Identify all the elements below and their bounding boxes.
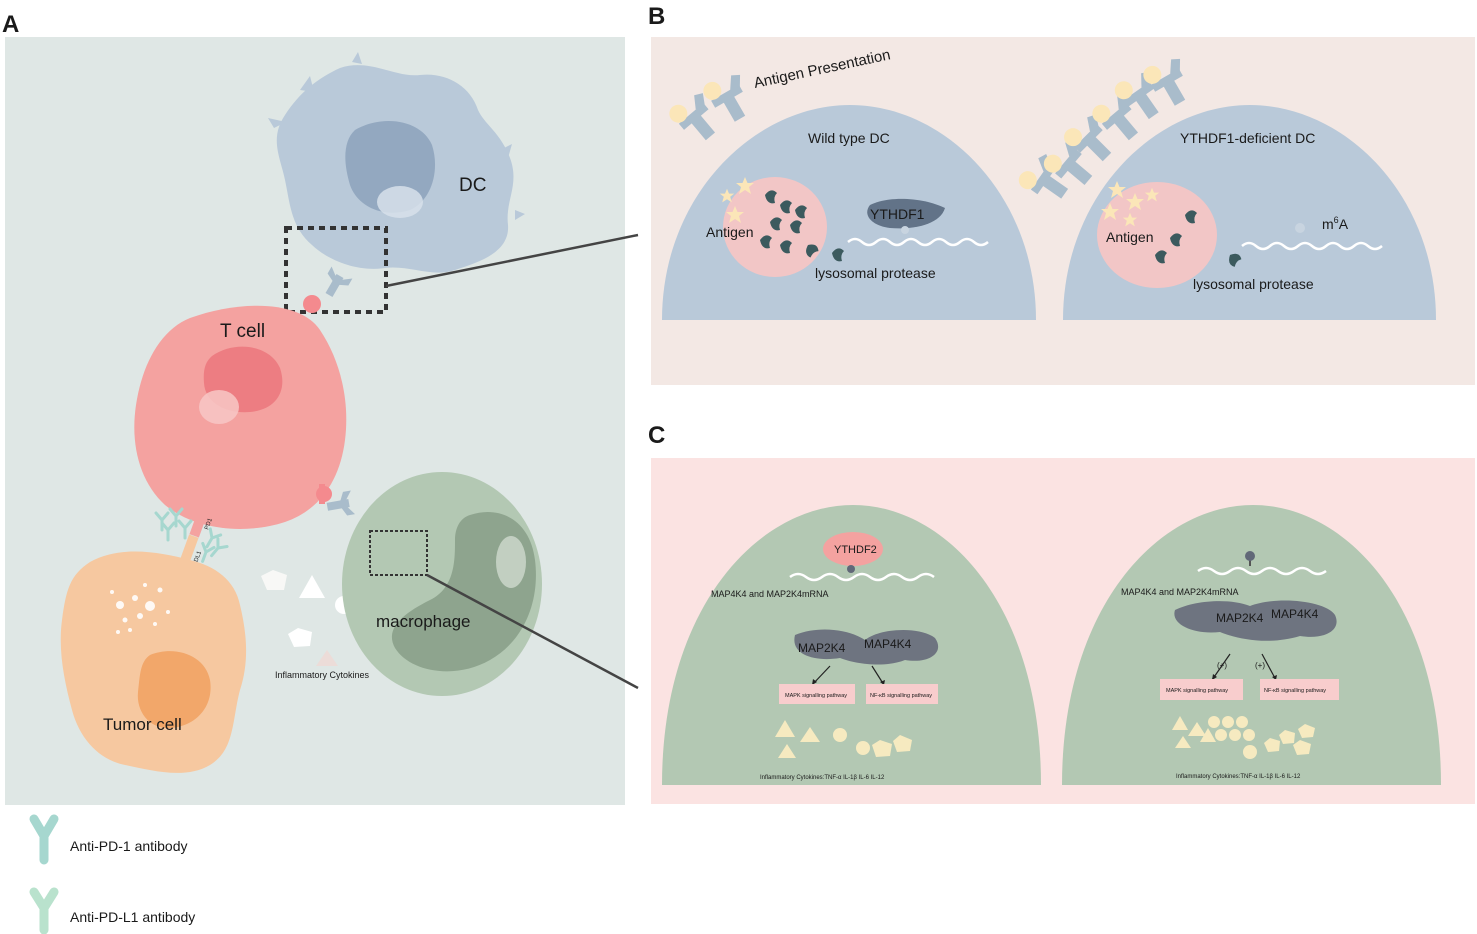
panel-a-label: A [2,11,19,38]
mrna-right-icon [1241,241,1383,251]
nfkb-box-left [866,684,938,704]
m6a-mark-left-icon [901,226,909,234]
ythdf2-protein-icon [823,532,883,566]
tumor-cell-label: Tumor cell [103,715,182,734]
nfkb-box-right [1260,679,1339,700]
arrow-nfkb-right [1261,653,1277,681]
m6a-mark-right-icon [1295,223,1305,233]
arrowhead [1272,675,1277,680]
pdl1-label: PDL1 [192,550,203,567]
anti-pd1-icon [29,814,59,865]
map2k4-right-label: MAP2K4 [1216,611,1264,625]
mapk-box-right [1160,679,1243,700]
zoom-line-to-c [426,573,639,690]
mrna-c-left-icon [789,572,935,582]
macrophage-right-body [1062,505,1441,785]
zoom-box-dc-t [284,226,388,314]
wild-type-label: Wild type DC [808,130,890,146]
plus-left-label: (+) [1217,661,1227,670]
t-cell-body [134,305,347,529]
m6a-dot-left-icon [847,565,855,573]
protease-right-label: lysosomal protease [1193,276,1314,292]
zoom-line-to-b [385,233,639,288]
protease-left-label: lysosomal protease [815,265,936,281]
arrowhead [1212,674,1217,680]
tumor-vesicles-icon [110,583,170,634]
nfkb-right-label: NF-κB signalling pathway [1264,688,1326,694]
cytokines-c-right-label: Inflammatory Cytokines:TNF-α IL-1β IL-6 … [1176,774,1301,780]
pd1-label: PD1 [204,517,214,531]
macrophage-label: macrophage [376,612,471,631]
cytokines-label: Inflammatory Cytokines [275,670,370,680]
endosome-right [1097,182,1217,288]
pd1-icon [189,496,213,538]
m6a-label: m6A [1322,215,1349,232]
panel-c-label: C [648,422,665,449]
mrna-left-label: MAP4K4 and MAP2K4mRNA [711,589,829,599]
tumor-cell-nucleus [137,651,211,729]
antigen-left-label: Antigen [706,224,753,240]
ythdf2-label: YTHDF2 [834,544,877,556]
mapk-left-label: MAPK signalling pathway [785,693,847,699]
arrowhead [880,680,885,685]
panel-b-label: B [648,3,665,30]
macrophage-nucleolus [496,536,526,588]
map-kinases-left-icon [794,629,939,665]
mapk-box-left [779,684,855,704]
map4k4-right-label: MAP4K4 [1271,607,1319,621]
deficient-label: YTHDF1-deficient DC [1180,130,1315,146]
ythdf1-label: YTHDF1 [870,206,925,222]
mrna-c-right-icon [1197,566,1327,576]
map2k4-left-label: MAP2K4 [798,641,846,655]
map4k4-left-label: MAP4K4 [864,637,912,651]
t-cell-receptor-stem [319,484,325,504]
dc-label: DC [459,175,486,196]
mrna-left-icon [847,237,989,247]
plus-right-label: (+) [1255,661,1265,670]
cytokine-shapes-left-icon [775,720,912,758]
dc-nucleolus [377,186,423,218]
mapk-right-label: MAPK signalling pathway [1166,688,1228,694]
mrna-right-label: MAP4K4 and MAP2K4mRNA [1121,587,1239,597]
nfkb-left-label: NF-κB signalling pathway [870,693,932,699]
t-cell-label: T cell [220,321,265,342]
anti-pdl1-icon [29,887,59,934]
t-cell-nucleolus [199,390,239,424]
cytokine-shapes-right-icon [1172,716,1315,759]
tcr-icon [303,295,321,313]
legend-anti-pd1: Anti-PD-1 antibody [70,838,188,854]
ythdf1-protein-icon [867,198,945,229]
cytokines-c-left-label: Inflammatory Cytokines:TNF-α IL-1β IL-6 … [760,775,885,781]
antigen-right-label: Antigen [1106,229,1153,245]
legend-anti-pdl1: Anti-PD-L1 antibody [70,909,195,925]
m6a-dot-right-icon [1245,551,1255,561]
map-kinases-right-icon [1174,600,1337,641]
arrowhead [812,679,817,685]
zoom-box-macrophage [369,530,428,576]
